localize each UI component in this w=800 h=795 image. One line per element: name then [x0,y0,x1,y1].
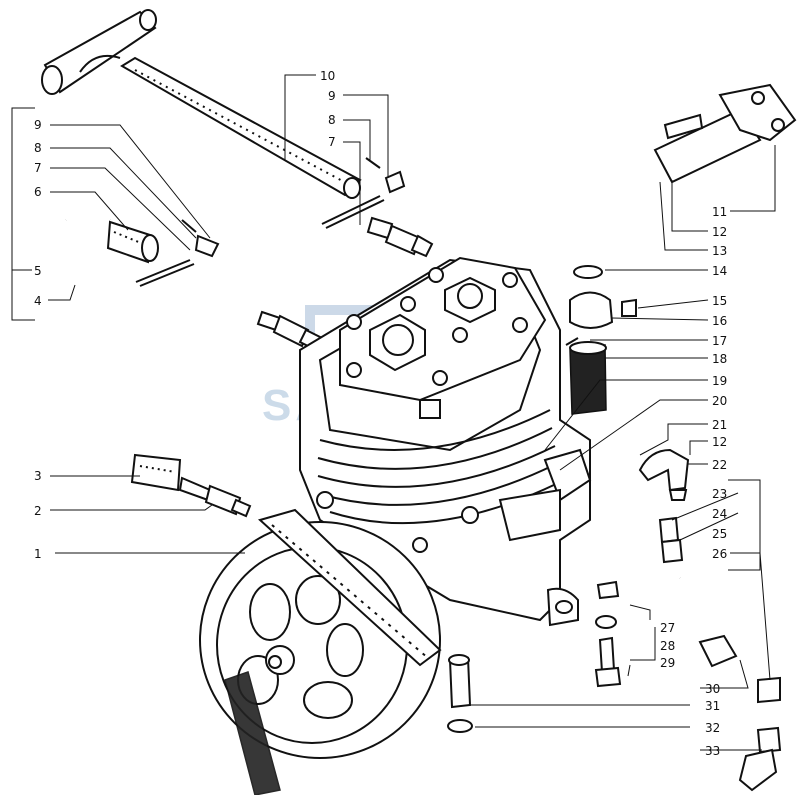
callout-26: 26 [712,547,727,561]
callout-24: 24 [712,507,727,521]
hose-clamp-left [135,219,220,287]
callout-labels: 1 2 3 4 5 6 7 8 9 7 8 9 10 11 12 13 14 1… [34,69,727,758]
callout-28: 28 [660,639,675,653]
callout-32: 32 [705,721,720,735]
callout-8: 8 [328,113,336,127]
hose-14 [568,141,651,279]
callout-11: 11 [712,205,727,219]
fitting-23-24 [658,516,684,564]
callout-20: 20 [712,394,727,408]
callout-17: 17 [712,334,727,348]
callout-19: 19 [712,374,727,388]
callout-2: 2 [34,504,42,518]
callout-27: 27 [660,621,675,635]
callout-9-left: 9 [34,118,42,132]
hose-clamp-upper [321,157,406,229]
callout-22: 22 [712,458,727,472]
callout-10: 10 [320,69,335,83]
callout-18: 18 [712,352,727,366]
fitting-2 [178,476,252,518]
coolant-hose-10 [41,9,362,199]
callout-13: 13 [712,244,727,258]
callout-23: 23 [712,487,727,501]
bolt-and-washers [447,580,622,733]
callout-8-left: 8 [34,141,42,155]
clamp-15-16 [565,291,637,346]
callout-31: 31 [705,699,720,713]
fitting-upper-mid [366,216,434,258]
pulley-1 [199,508,442,795]
callout-29: 29 [660,656,675,670]
callout-25: 25 [712,527,727,541]
callout-7: 7 [328,135,336,149]
callout-4: 4 [34,294,42,308]
callout-30: 30 [705,682,720,696]
callout-3: 3 [34,469,42,483]
callout-14: 14 [712,264,727,278]
callout-7-left: 7 [34,161,42,175]
elbow-pipe-11 [653,83,797,184]
callout-16: 16 [712,314,727,328]
callout-6: 6 [34,185,42,199]
callout-9: 9 [328,89,336,103]
callout-12: 12 [712,225,727,239]
air-hose-4 [63,209,182,492]
compressor-body [299,256,592,627]
elbow-fitting-22 [638,448,690,501]
sleeve-18 [569,341,607,415]
callout-12-right: 12 [712,435,727,449]
callout-15: 15 [712,294,727,308]
pipe-30-33 [679,576,782,792]
callout-33: 33 [705,744,720,758]
callout-21: 21 [712,418,727,432]
callout-1: 1 [34,547,42,561]
callout-5: 5 [34,264,42,278]
leader-lines [11,74,776,751]
